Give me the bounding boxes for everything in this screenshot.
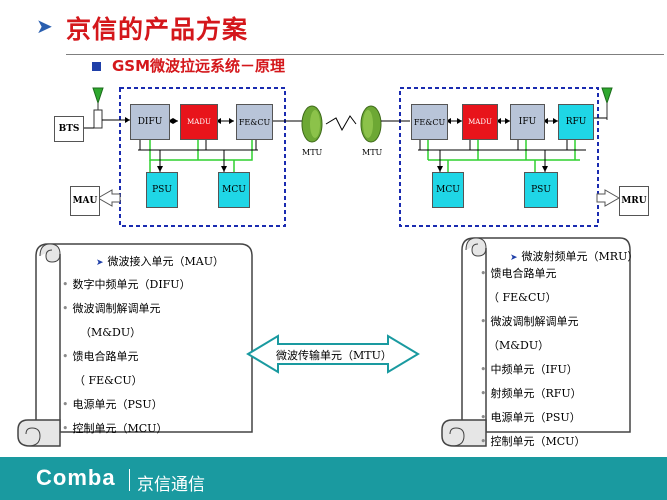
fecu-box-right: FE&CU [411, 104, 448, 140]
right-item-8: •控制单元（MCU） [480, 433, 585, 449]
bullet-dot-icon: • [480, 267, 487, 280]
mtu-right-label: MTU [362, 148, 383, 157]
rfu-box: RFU [558, 104, 594, 140]
right-item-8-label: 控制单元（MCU） [490, 435, 586, 448]
comba-logo: Comba [36, 465, 116, 490]
left-panel-header-label: 微波接入单元（MAU） [107, 255, 225, 268]
bullet-dot-icon: • [480, 435, 487, 448]
header-arrow-icon: ➤ [96, 258, 104, 268]
mru-enclosure [399, 87, 599, 227]
right-scroll-panel-shape [441, 237, 631, 447]
right-item-2: （ FE&CU） [488, 289, 557, 305]
mcu-box-left: MCU [218, 172, 250, 208]
bullet-dot-icon: • [480, 411, 487, 424]
bullet-dot-icon: • [480, 315, 487, 328]
right-item-4: （M&DU） [488, 337, 549, 353]
madu-box-right: MADU [462, 104, 498, 140]
bullet-dot-icon: • [62, 398, 69, 411]
bullet-dot-icon: • [480, 387, 487, 400]
right-item-3-label: 微波调制解调单元 [490, 315, 579, 328]
left-item-5-label: （ FE&CU） [74, 374, 143, 387]
left-item-7-label: 控制单元（MCU） [72, 422, 168, 435]
left-item-6-label: 电源单元（PSU） [72, 398, 163, 411]
right-item-6-label: 射频单元（RFU） [490, 387, 582, 400]
ifu-box: IFU [510, 104, 545, 140]
footer-bar [0, 457, 667, 500]
bts-box: BTS [54, 116, 84, 142]
right-item-7-label: 电源单元（PSU） [490, 411, 581, 424]
right-mtu-dish-icon [360, 105, 410, 143]
left-panel-header: ➤微波接入单元（MAU） [96, 253, 224, 269]
right-item-7: •电源单元（PSU） [480, 409, 581, 425]
left-item-4-label: 馈电合路单元 [72, 350, 139, 363]
mru-box: MRU [619, 186, 649, 216]
difu-box: DIFU [130, 104, 170, 140]
right-item-1: •馈电合路单元 [480, 265, 557, 281]
right-panel-header-label: 微波射频单元（MRU） [521, 250, 639, 263]
right-panel-header: ➤微波射频单元（MRU） [510, 248, 638, 264]
microwave-link-icon [325, 115, 357, 132]
right-item-3: •微波调制解调单元 [480, 313, 579, 329]
mau-enclosure [119, 87, 286, 227]
left-item-2-label: 微波调制解调单元 [72, 302, 161, 315]
bullet-dot-icon: • [62, 302, 69, 315]
bullet-dot-icon: • [62, 350, 69, 363]
bullet-dot-icon: • [62, 278, 69, 291]
right-item-5: •中频单元（IFU） [480, 361, 578, 377]
right-item-6: •射频单元（RFU） [480, 385, 582, 401]
left-mtu-dish-icon [300, 105, 323, 143]
right-item-2-label: （ FE&CU） [488, 291, 557, 304]
psu-box-left: PSU [146, 172, 178, 208]
left-item-6: •电源单元（PSU） [62, 396, 163, 412]
right-item-5-label: 中频单元（IFU） [490, 363, 578, 376]
left-item-7: •控制单元（MCU） [62, 420, 167, 436]
right-item-1-label: 馈电合路单元 [490, 267, 557, 280]
right-item-4-label: （M&DU） [488, 339, 550, 352]
left-item-4: •馈电合路单元 [62, 348, 139, 364]
left-item-3-label: （M&DU） [80, 326, 142, 339]
square-bullet-icon [92, 62, 101, 71]
footer-divider [129, 469, 130, 491]
comba-chinese-name: 京信通信 [137, 475, 205, 495]
left-scroll-panel-shape [17, 243, 253, 447]
header-arrow-icon: ➤ [510, 253, 518, 263]
psu-box-right: PSU [524, 172, 558, 208]
mtu-double-arrow-shape [246, 334, 420, 374]
left-item-3: （M&DU） [80, 324, 141, 340]
left-item-1: •数字中频单元（DIFU） [62, 276, 191, 292]
fecu-box-left: FE&CU [236, 104, 273, 140]
mtu-center-label: 微波传输单元（MTU） [276, 349, 392, 362]
page-subtitle: GSM微波拉远系统－原理 [112, 57, 286, 75]
title-arrow-icon: ➤ [36, 14, 53, 38]
right-antenna-icon [601, 87, 613, 120]
left-antenna-icon [92, 87, 104, 129]
bullet-dot-icon: • [62, 422, 69, 435]
madu-box-left: MADU [180, 104, 218, 140]
left-item-5: （ FE&CU） [74, 372, 143, 388]
title-divider [66, 54, 664, 55]
mcu-box-right: MCU [432, 172, 464, 208]
bullet-dot-icon: • [480, 363, 487, 376]
left-item-2: •微波调制解调单元 [62, 300, 161, 316]
left-item-1-label: 数字中频单元（DIFU） [72, 278, 191, 291]
mtu-left-label: MTU [302, 148, 323, 157]
page-title: 京信的产品方案 [66, 15, 249, 44]
mau-box: MAU [70, 186, 100, 216]
